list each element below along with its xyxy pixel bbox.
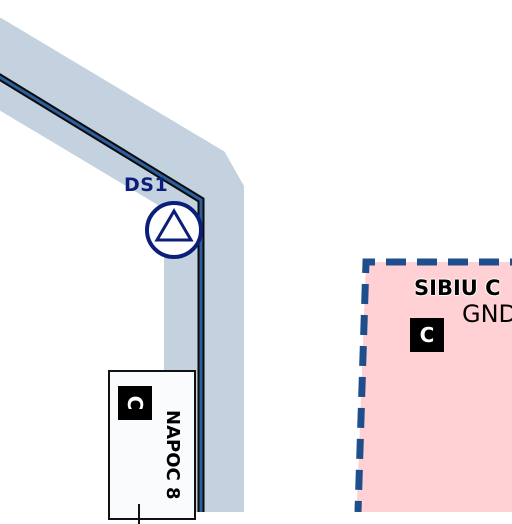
napoc-sector-name: NAPOC 8 <box>162 410 183 500</box>
waypoint-label[interactable]: DS1 <box>124 174 169 196</box>
panel-tick <box>138 504 140 524</box>
route-line[interactable] <box>0 65 203 512</box>
map-canvas <box>0 17 512 512</box>
sibiu-airspace-border <box>354 258 512 512</box>
napoc-sector-panel[interactable]: C NAPOC 8 <box>108 370 196 524</box>
triangle-waypoint-icon[interactable] <box>145 201 203 259</box>
sibiu-airspace-area[interactable] <box>356 262 512 512</box>
napoc-class-badge: C <box>118 386 152 420</box>
sibiu-lower-limit: GND <box>462 300 512 328</box>
sibiu-airspace-name[interactable]: SIBIU C <box>414 276 501 300</box>
sibiu-class-badge: C <box>410 318 444 352</box>
